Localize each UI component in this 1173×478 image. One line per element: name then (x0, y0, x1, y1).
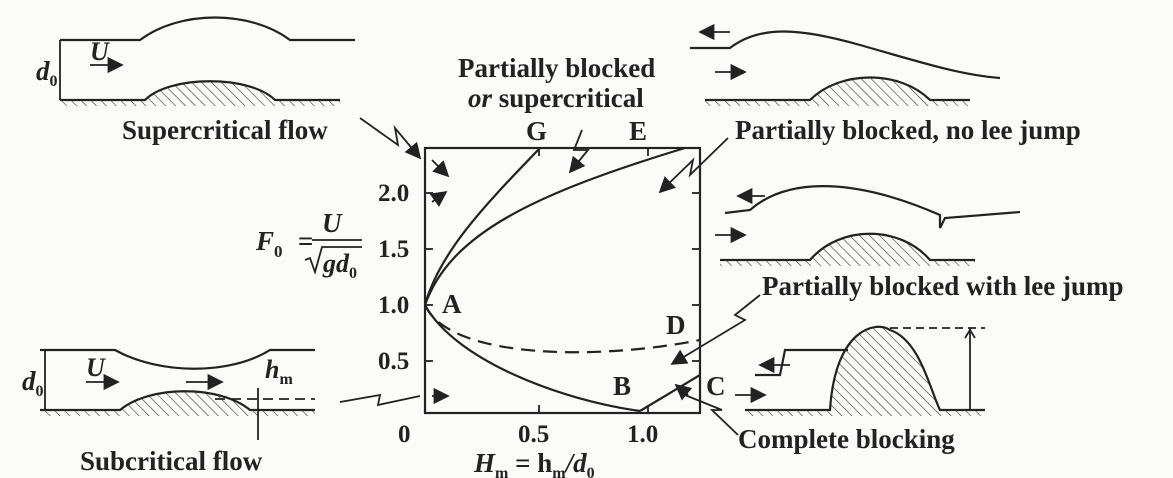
curve-A-G (423, 147, 541, 306)
point-label-D: D (666, 310, 686, 340)
svg-text:U: U (90, 37, 110, 66)
caption-pb-no-lee-jump: Partially blocked, no lee jump (735, 115, 1081, 145)
point-label-B: B (613, 371, 631, 401)
y-tick: 2.0 (378, 180, 409, 207)
curve-A-D-dashed (423, 304, 701, 354)
point-label-C: C (706, 371, 726, 401)
svg-text:F0: F0 (255, 226, 283, 261)
svg-text:gd0: gd0 (322, 249, 357, 282)
curve-A-E (423, 146, 686, 306)
point-label-A: A (442, 289, 462, 319)
caption-partially-blocked: Partially blocked (458, 53, 655, 83)
x-tick: 1.0 (627, 421, 658, 448)
svg-text:U: U (322, 208, 343, 238)
curve-A-B (424, 304, 641, 413)
plot-frame (423, 146, 702, 415)
x-axis-label: Hm = hm/d0 (473, 448, 595, 478)
leader-lines (339, 117, 761, 436)
svg-text:d0: d0 (22, 366, 44, 400)
caption-supercritical: Supercritical flow (122, 115, 328, 145)
y-tick: 0.5 (378, 348, 409, 375)
sketch-complete-blocking (735, 325, 985, 416)
svg-text:=: = (298, 226, 313, 256)
y-tick-labels: 2.0 1.5 1.0 0.5 (378, 180, 409, 375)
svg-text:d0: d0 (36, 56, 58, 90)
x-tick: 0.5 (518, 421, 549, 448)
region-arrows (429, 159, 693, 405)
x-tick-labels: 0 0.5 1.0 (398, 421, 658, 448)
sketch-pb-lee-jump (715, 185, 1021, 266)
svg-text:Hm = hm/d0: Hm = hm/d0 (473, 448, 595, 478)
x-tick: 0 (398, 421, 411, 448)
curve-B-C (639, 374, 701, 412)
caption-complete-blocking: Complete blocking (738, 424, 955, 454)
sketch-pb-no-lee (690, 23, 1001, 106)
sketch-supercritical: d0 U (36, 16, 355, 106)
sketch-subcritical: d0 U hm (22, 348, 315, 440)
caption-or-supercritical: or supercritical (468, 83, 644, 113)
y-tick: 1.0 (378, 292, 409, 319)
y-tick: 1.5 (378, 236, 409, 263)
caption-pb-lee-jump: Partially blocked with lee jump (762, 271, 1123, 301)
caption-subcritical: Subcritical flow (80, 446, 263, 476)
svg-text:hm: hm (265, 355, 293, 388)
svg-text:U: U (86, 353, 106, 382)
y-axis-label: F0 = U gd0 (255, 208, 362, 282)
point-label-G: G (526, 116, 547, 146)
point-label-E: E (629, 116, 647, 146)
